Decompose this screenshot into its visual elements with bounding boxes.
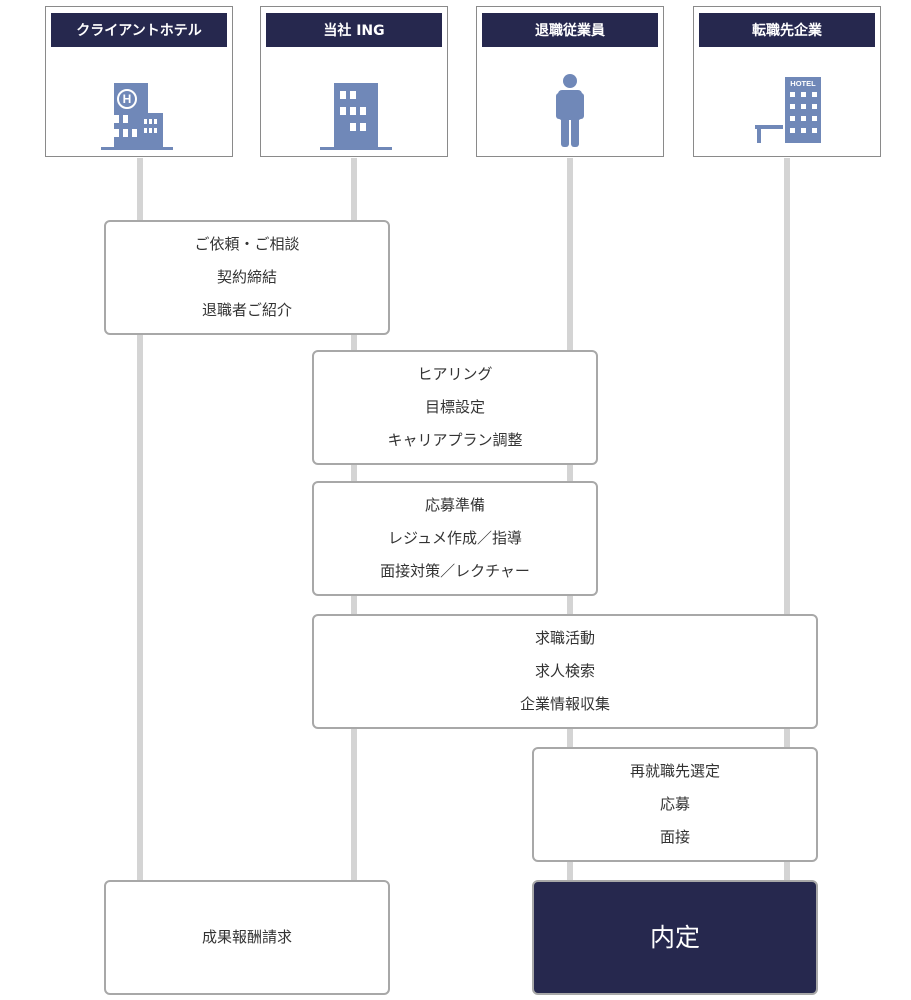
actor-title: 退職従業員 (482, 13, 658, 47)
actor-title: 転職先企業 (699, 13, 875, 47)
step-line: 内定 (649, 923, 700, 952)
step-application-prep: 応募準備 レジュメ作成／指導 面接対策／レクチャー (312, 481, 598, 596)
step-line: キャリアプラン調整 (387, 431, 523, 449)
lane-line-new-employer (784, 158, 790, 993)
actor-title: 当社 ING (266, 13, 442, 47)
step-success-fee-billing: 成果報酬請求 (104, 880, 390, 995)
step-hearing-career-plan: ヒアリング 目標設定 キャリアプラン調整 (312, 350, 598, 465)
step-job-search: 求職活動 求人検索 企業情報収集 (312, 614, 818, 729)
step-line: 求職活動 (534, 629, 595, 647)
step-line: 退職者ご紹介 (201, 301, 292, 319)
office-building-icon (261, 71, 447, 153)
step-line: 応募準備 (424, 496, 485, 514)
person-icon (477, 71, 663, 153)
step-line: 契約締結 (216, 268, 277, 286)
actor-ing: 当社 ING (260, 6, 448, 157)
svg-text:H: H (123, 92, 132, 106)
step-line: 応募 (659, 795, 690, 813)
step-request-contract: ご依頼・ご相談 契約締結 退職者ご紹介 (104, 220, 390, 335)
step-line: 面接対策／レクチャー (380, 562, 530, 580)
step-line: ご依頼・ご相談 (194, 235, 300, 253)
lane-line-client-hotel (137, 158, 143, 993)
actor-new-employer: 転職先企業 HOTEL (693, 6, 881, 157)
step-line: レジュメ作成／指導 (388, 529, 522, 547)
step-line: 企業情報収集 (519, 695, 610, 713)
actor-client-hotel: クライアントホテル H (45, 6, 233, 157)
actor-employee: 退職従業員 (476, 6, 664, 157)
step-line: ヒアリング (417, 365, 493, 383)
step-line: 面接 (659, 828, 690, 846)
step-line: 成果報酬請求 (201, 928, 292, 946)
step-line: 求人検索 (534, 662, 595, 680)
hotel-h-building-icon: H (46, 71, 232, 153)
step-line: 再就職先選定 (629, 762, 720, 780)
actor-title: クライアントホテル (51, 13, 227, 47)
step-reemployment-selection: 再就職先選定 応募 面接 (532, 747, 818, 862)
svg-text:HOTEL: HOTEL (790, 79, 816, 88)
hotel-bench-icon: HOTEL (694, 71, 880, 153)
step-line: 目標設定 (424, 398, 485, 416)
step-job-offer: 内定 (532, 880, 818, 995)
